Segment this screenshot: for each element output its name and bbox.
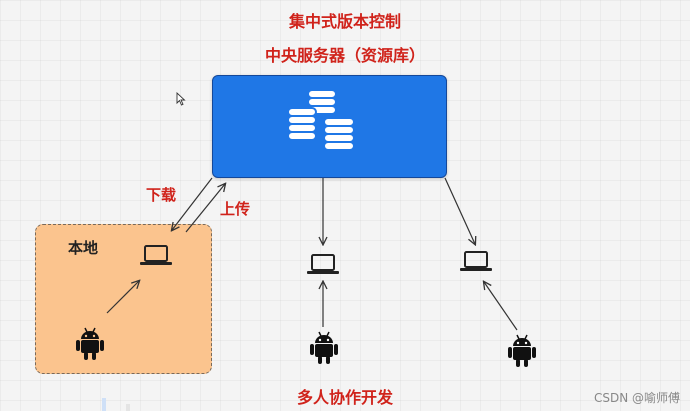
bottom-mark: [126, 404, 130, 411]
android-icon: [76, 327, 104, 360]
bottom-mark: [102, 398, 106, 411]
download-arrow: [172, 177, 213, 230]
diagram-title: 集中式版本控制: [288, 12, 401, 31]
database-icon: [287, 89, 355, 151]
server-label: 中央服务器（资源库）: [264, 46, 425, 65]
android-icon: [508, 334, 536, 367]
upload-arrow: [185, 184, 225, 233]
watermark: CSDN @喻师傅: [593, 391, 680, 405]
local-area: [35, 224, 212, 374]
collaboration-label: 多人协作开发: [296, 388, 393, 407]
laptop-icon: [460, 251, 492, 271]
upload-label: 上传: [220, 200, 251, 218]
download-label: 下载: [146, 186, 177, 204]
local-label: 本地: [68, 239, 99, 257]
server-to-right-arrow: [444, 177, 475, 244]
right-dev-arrow: [484, 282, 518, 331]
laptop-icon: [140, 245, 172, 265]
laptop-icon: [307, 254, 339, 274]
cursor-icon: [176, 92, 186, 106]
local-dev-arrow: [106, 281, 139, 314]
android-icon: [310, 331, 338, 364]
